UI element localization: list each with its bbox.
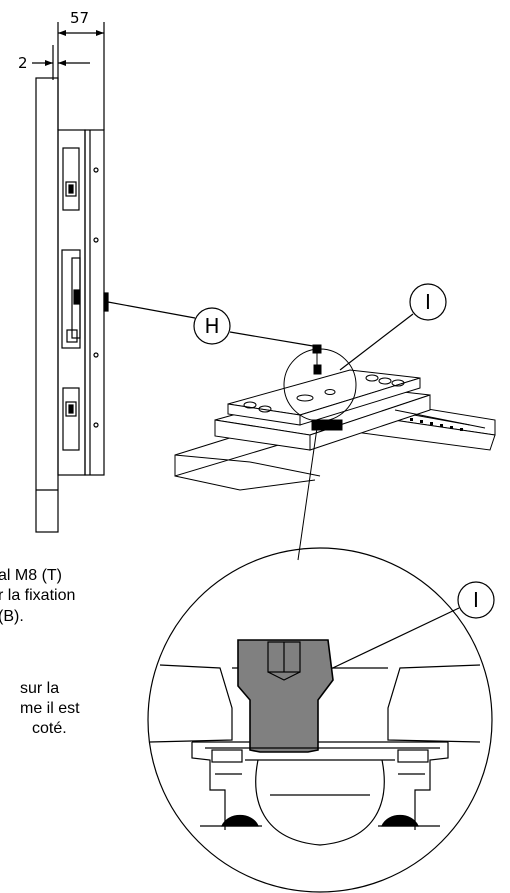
note-2-line-3: coté. [32, 720, 67, 737]
detail-view: I [147, 547, 495, 893]
note-1-line-3: (B). [0, 608, 24, 625]
callout-i-top: I [339, 283, 447, 371]
callout-h-label: H [204, 314, 219, 338]
dimension-57-label: 57 [70, 9, 89, 27]
callout-i-detail-label: I [473, 588, 479, 612]
callout-i-top-label: I [425, 290, 431, 314]
note-2-line-2: me il est [20, 700, 80, 717]
dimension-2-label: 2 [18, 54, 28, 72]
note-2-line-1: sur la [20, 680, 60, 697]
dimension-2: 2 [18, 45, 90, 80]
callout-h: H [107, 301, 314, 347]
note-1-line-2: r la fixation [0, 587, 76, 604]
note-1-line-1: al M8 (T) [0, 567, 62, 584]
isometric-assembly [174, 344, 496, 561]
dimension-57: 57 [57, 9, 105, 130]
side-view [35, 77, 109, 533]
